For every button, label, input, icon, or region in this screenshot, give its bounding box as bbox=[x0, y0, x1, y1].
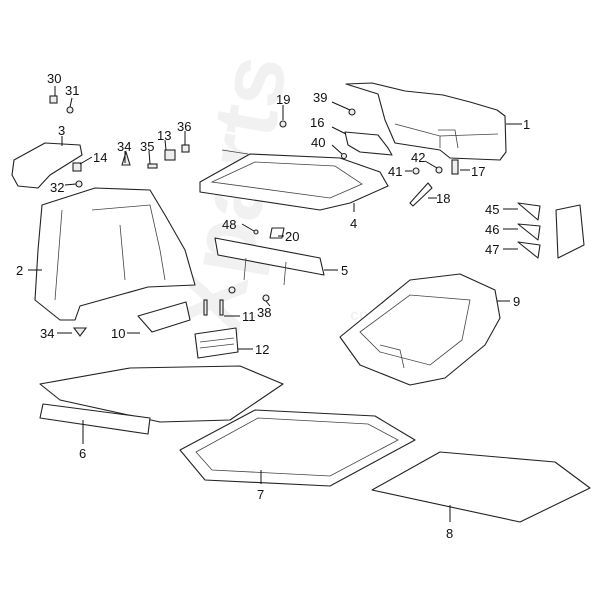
part-net-bag bbox=[555, 204, 585, 259]
part-12-grille bbox=[194, 327, 239, 359]
callout-30: 30 bbox=[47, 71, 61, 86]
callout-38: 38 bbox=[257, 305, 271, 320]
part-5-panel bbox=[214, 237, 325, 276]
part-net-45 bbox=[517, 202, 541, 221]
callout-18: 18 bbox=[436, 191, 450, 206]
part-net-46 bbox=[517, 223, 541, 241]
callout-40: 40 bbox=[311, 135, 325, 150]
callout-36: 36 bbox=[177, 119, 191, 134]
callout-12: 12 bbox=[255, 342, 269, 357]
leader-lines bbox=[28, 86, 522, 522]
callout-48: 48 bbox=[222, 217, 236, 232]
callout-5: 5 bbox=[341, 263, 348, 278]
part-floor-front bbox=[39, 365, 284, 423]
part-6-strip bbox=[39, 403, 151, 435]
callout-39: 39 bbox=[313, 90, 327, 105]
callout-47: 47 bbox=[485, 242, 499, 257]
callout-20: 20 bbox=[285, 229, 299, 244]
callout-16: 16 bbox=[310, 115, 324, 130]
callout-31: 31 bbox=[65, 83, 79, 98]
part-8-mat bbox=[371, 451, 591, 523]
callout-3: 3 bbox=[58, 123, 65, 138]
callout-2: 2 bbox=[16, 263, 23, 278]
part-16-handle bbox=[344, 131, 393, 156]
callout-34-upper: 34 bbox=[117, 139, 131, 154]
callout-42: 42 bbox=[411, 150, 425, 165]
part-trunk-lid-trim bbox=[345, 82, 507, 161]
callout-13: 13 bbox=[157, 128, 171, 143]
callout-11: 11 bbox=[242, 309, 256, 324]
part-parcel-shelf bbox=[199, 153, 389, 211]
part-10-cover bbox=[137, 301, 191, 333]
callout-35: 35 bbox=[140, 139, 154, 154]
callout-6: 6 bbox=[79, 446, 86, 461]
callout-32: 32 bbox=[50, 180, 64, 195]
callout-9: 9 bbox=[513, 294, 520, 309]
callout-41: 41 bbox=[388, 164, 402, 179]
callout-10: 10 bbox=[111, 326, 125, 341]
part-3-bracket bbox=[11, 142, 83, 189]
callout-46: 46 bbox=[485, 222, 499, 237]
callout-34-lower: 34 bbox=[40, 326, 54, 341]
fasteners bbox=[49, 95, 459, 337]
callout-17: 17 bbox=[471, 164, 485, 179]
callout-19: 19 bbox=[276, 92, 290, 107]
callout-7: 7 bbox=[257, 487, 264, 502]
part-side-trim bbox=[34, 187, 196, 321]
callout-4: 4 bbox=[350, 216, 357, 231]
callout-14: 14 bbox=[93, 150, 107, 165]
callout-8: 8 bbox=[446, 526, 453, 541]
callout-45: 45 bbox=[485, 202, 499, 217]
callout-1: 1 bbox=[523, 117, 530, 132]
callout-labels: 1 2 3 4 5 6 7 8 9 10 11 12 13 14 16 17 1… bbox=[16, 71, 530, 541]
part-spare-well bbox=[339, 273, 501, 386]
part-net-47 bbox=[517, 241, 541, 259]
